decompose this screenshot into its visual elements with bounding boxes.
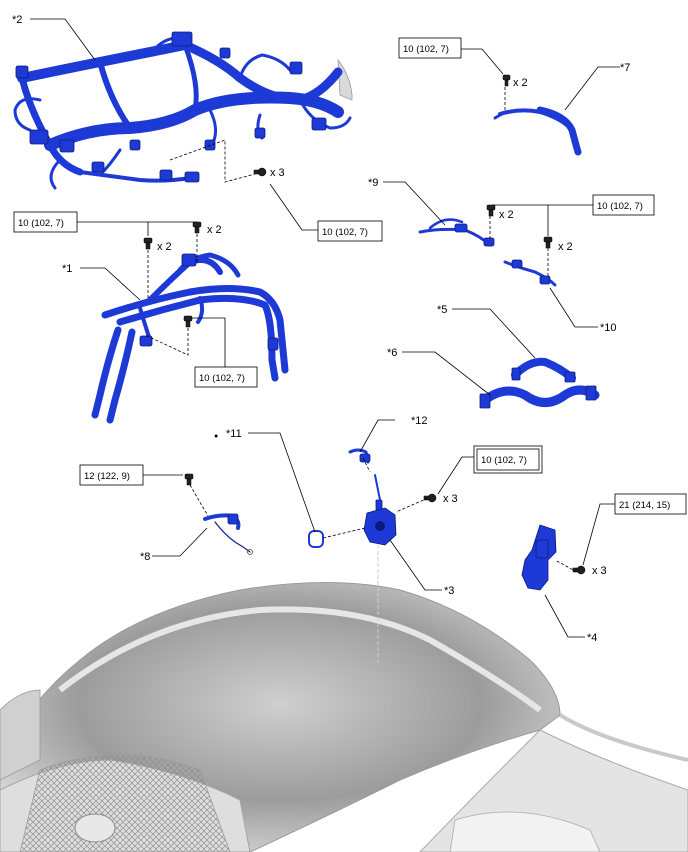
cowl-corner-top-right	[337, 58, 353, 101]
leader-lines	[30, 18, 620, 638]
bolt-icon	[143, 237, 153, 250]
qty-label: x 3	[443, 493, 458, 505]
torque-box-1-low: 10 (102, 7)	[194, 366, 258, 388]
bolt-icon	[253, 167, 267, 177]
harness-part-1[interactable]	[91, 252, 289, 424]
torque-text: 10 (102, 7)	[18, 218, 64, 229]
torque-box-9: 10 (102, 7)	[592, 194, 655, 216]
qty-label: x 3	[270, 167, 285, 179]
harness-part-9[interactable]	[418, 218, 495, 247]
callout-7: *7	[620, 62, 630, 74]
bolt-icon	[192, 221, 202, 234]
callout-1: *1	[62, 263, 72, 275]
callout-10: *10	[600, 322, 617, 334]
bolt-icon	[572, 565, 586, 575]
callout-3: *3	[444, 585, 454, 597]
bolt-icon	[502, 74, 511, 87]
harness-part-7[interactable]	[493, 106, 582, 156]
torque-text: 12 (122, 9)	[84, 471, 130, 482]
bolt-icon	[184, 473, 194, 486]
install-dashed-lines	[144, 87, 578, 665]
callout-9: *9	[368, 177, 378, 189]
qty-label: x 2	[157, 241, 172, 253]
torque-box-3: 10 (102, 7)	[473, 445, 543, 474]
qty-label: x 2	[558, 241, 573, 253]
callout-12: *12	[411, 415, 428, 427]
ring-part-11[interactable]	[308, 530, 324, 548]
torque-box-4: 21 (214, 15)	[614, 493, 687, 515]
torque-box-2: 10 (102, 7)	[317, 220, 383, 242]
callout-2: *2	[12, 14, 22, 26]
torque-text: 10 (102, 7)	[597, 201, 643, 212]
torque-box-7: 10 (102, 7)	[398, 37, 462, 59]
connector-part-12[interactable]	[348, 448, 381, 501]
hose-part-5[interactable]	[511, 357, 576, 383]
torque-box-8: 12 (122, 9)	[79, 464, 144, 486]
qty-label: x 2	[207, 224, 222, 236]
torque-text: 10 (102, 7)	[322, 227, 368, 238]
callout-8: *8	[140, 551, 150, 563]
engine-wire-harness-part-2[interactable]	[13, 31, 352, 190]
bolt-icon	[423, 493, 437, 503]
bracket-part-8[interactable]	[203, 513, 253, 555]
callout-5: *5	[437, 304, 447, 316]
unit-part-3[interactable]	[363, 499, 397, 546]
torque-text: 10 (102, 7)	[199, 373, 245, 384]
harness-part-10[interactable]	[503, 259, 557, 287]
callout-4: *4	[587, 632, 597, 644]
hose-part-6[interactable]	[479, 385, 600, 409]
callout-bullet: ●	[214, 433, 218, 440]
torque-text: 10 (102, 7)	[481, 455, 527, 466]
qty-label: x 2	[499, 209, 514, 221]
torque-box-1-left: 10 (102, 7)	[13, 211, 78, 233]
vehicle-engine-compartment	[0, 582, 688, 852]
qty-label: x 3	[592, 565, 607, 577]
torque-text: 10 (102, 7)	[403, 44, 449, 55]
callout-6: *6	[387, 347, 397, 359]
bolt-icon	[543, 236, 553, 249]
bolt-icon	[486, 204, 496, 217]
bracket-part-4[interactable]	[521, 524, 557, 591]
qty-label: x 2	[513, 77, 528, 89]
callout-11: *11	[226, 428, 242, 440]
bolt-icon	[183, 315, 193, 328]
torque-text: 21 (214, 15)	[619, 500, 670, 511]
